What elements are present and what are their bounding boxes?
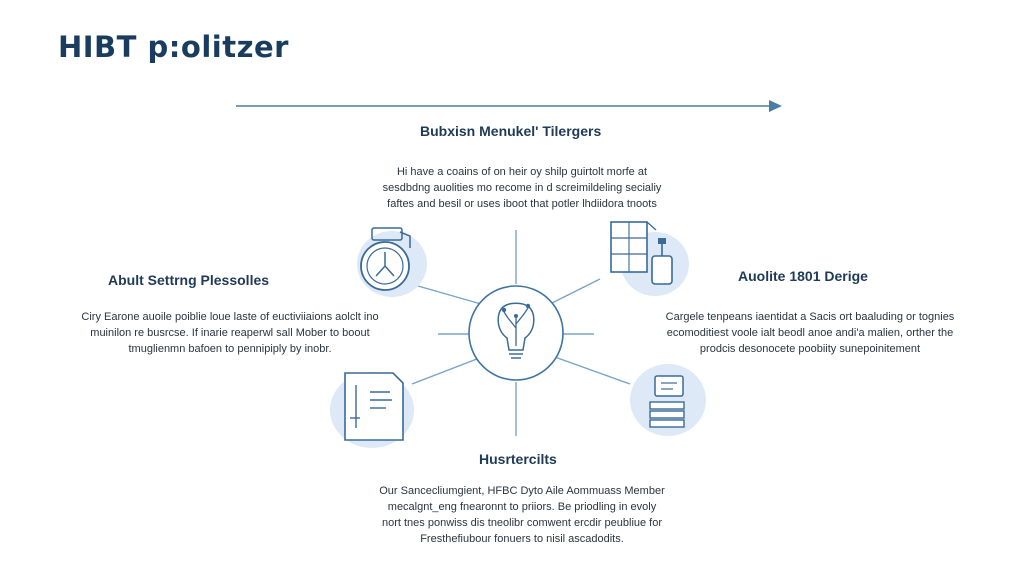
document-list-icon	[330, 372, 414, 448]
left-line: muinilon re busrcse. If inarie reaperwl …	[90, 327, 370, 339]
timeline-arrow	[236, 100, 782, 112]
right-heading: Auolite 1801 Derige	[738, 268, 868, 284]
top-paragraph: Hi have a coains of on heir oy shilp gui…	[312, 164, 732, 212]
right-line: Cargele tenpeans iaentidat a Sacis ort b…	[665, 311, 955, 323]
top-line: faftes and besil or uses iboot that potl…	[387, 198, 657, 210]
bottom-line: nort tnes ponwiss dis tneolibr comwent e…	[381, 517, 663, 529]
bottom-paragraph: Our Sancecliumgient, HFBC Dyto Aile Aomm…	[322, 483, 722, 547]
top-line: Hi have a coains of on heir oy shilp gui…	[396, 166, 648, 178]
hub-lightbulb-icon	[468, 285, 564, 381]
left-paragraph: Ciry Earone auoile poiblie loue laste of…	[40, 309, 420, 357]
left-line: Ciry Earone auoile poiblie loue laste of…	[81, 311, 379, 323]
top-heading: Bubxisn Menukel' Tilergers	[420, 123, 602, 139]
left-line: tmuglienmn bafoen to pennipiply by inobr…	[128, 343, 332, 355]
right-paragraph: Cargele tenpeans iaentidat a Sacis ort b…	[620, 309, 1000, 357]
bottom-line: Fresthefiubour fonuers to nisil ascadodi…	[420, 533, 624, 545]
bottom-heading: Husrtercilts	[479, 451, 557, 467]
top-line: sesdbdng auolities mo recome in d screim…	[382, 182, 662, 194]
right-line: prodcis desonocete poobiity sunepoinitem…	[699, 343, 921, 355]
bottom-line: Our Sancecliumgient, HFBC Dyto Aile Aomm…	[379, 485, 665, 497]
server-cube-icon	[610, 221, 689, 296]
bottom-line: mecalgnt_eng fnearonnt to priiors. Be pr…	[387, 501, 657, 513]
left-heading: Abult Settrng Plessolles	[108, 272, 270, 288]
right-line: ecomoditiest voole ialt beodl anoe andi'…	[666, 327, 954, 339]
monitor-stack-icon	[630, 364, 706, 436]
spokes	[411, 230, 631, 436]
clock-document-icon	[357, 227, 427, 297]
brand-title: HIBT p:olitzer	[58, 30, 289, 64]
